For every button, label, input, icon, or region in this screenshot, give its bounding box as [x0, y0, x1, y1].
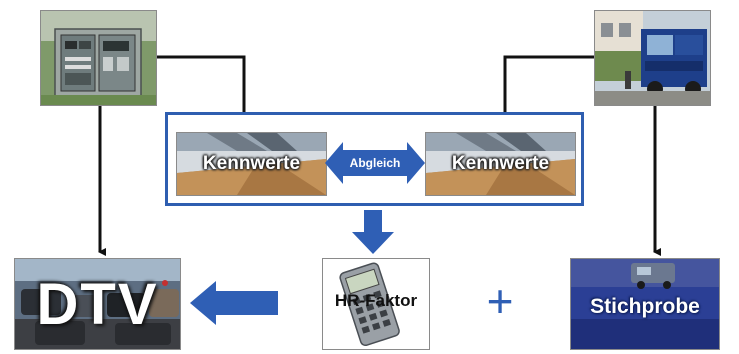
calculator-icon	[339, 262, 400, 347]
road-image-right	[426, 133, 575, 195]
abgleich-label: Abgleich	[349, 156, 401, 170]
connector-truck-to-kennwerte-right	[503, 55, 594, 134]
stichprobe-label: Stichprobe	[590, 295, 700, 318]
kennwerte-left-label: Kennwerte	[202, 153, 301, 174]
road-image-left	[177, 133, 326, 195]
plus-sign: +	[486, 275, 514, 327]
hr-faktor-label: HR-Faktor	[334, 291, 418, 310]
abgleich-arrow-shape	[325, 142, 425, 184]
hr-faktor-box: HR-Faktor	[322, 258, 430, 350]
kennwerte-right-box: Kennwerte	[425, 132, 576, 196]
down-arrow-to-hr-faktor	[352, 210, 394, 254]
truck-image	[595, 11, 710, 105]
counting-device-image	[41, 11, 156, 105]
dtv-box: DTV	[14, 258, 181, 350]
stichprobe-image	[571, 259, 719, 349]
abgleich-double-arrow: Abgleich	[325, 140, 425, 186]
traffic-image	[15, 259, 180, 349]
kennwerte-right-label: Kennwerte	[451, 153, 550, 174]
left-arrow-to-dtv	[190, 281, 278, 325]
truck-photo	[594, 10, 711, 106]
counting-device-photo	[40, 10, 157, 106]
stichprobe-box: Stichprobe	[570, 258, 720, 350]
connector-counter-to-kennwerte-left	[156, 55, 250, 134]
dtv-label: DTV	[36, 271, 159, 337]
kennwerte-left-box: Kennwerte	[176, 132, 327, 196]
